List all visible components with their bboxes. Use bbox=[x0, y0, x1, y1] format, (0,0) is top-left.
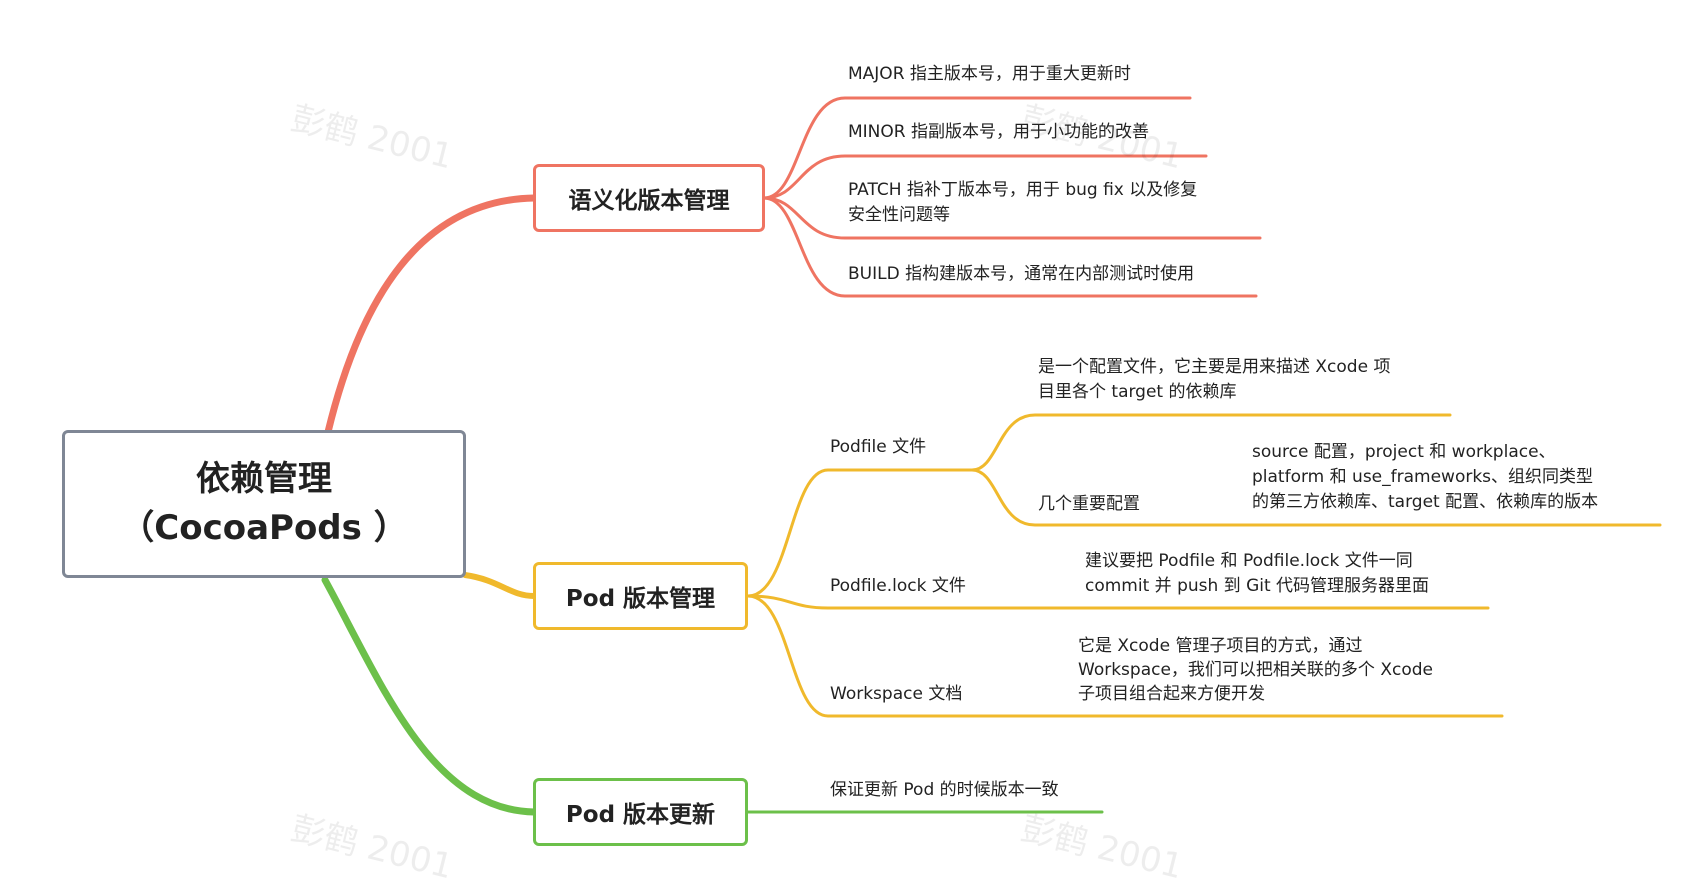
connector-pod-workspace bbox=[746, 594, 1504, 718]
connector-podfile-desc bbox=[970, 413, 1452, 472]
branch-semver-title: 语义化版本管理 bbox=[568, 188, 730, 214]
branch-pod-update-node[interactable]: Pod 版本更新 bbox=[533, 778, 748, 846]
root-subtitle: （CocoaPods ） bbox=[120, 508, 408, 548]
podfile-lock-label: Podfile.lock 文件 bbox=[830, 576, 966, 596]
connector-semver-patch bbox=[762, 196, 1262, 240]
connector-root-semver bbox=[324, 194, 538, 436]
connector-podfile-config bbox=[970, 468, 1662, 527]
workspace-desc-line2: Workspace，我们可以把相关联的多个 Xcode bbox=[1078, 660, 1433, 680]
semver-patch-text-line2: 安全性问题等 bbox=[848, 205, 950, 225]
connector-root-pod-version bbox=[462, 572, 537, 599]
branch-semver-node[interactable]: 语义化版本管理 bbox=[533, 164, 765, 232]
podfile-lock-desc-line2: commit 并 push 到 Git 代码管理服务器里面 bbox=[1085, 576, 1430, 596]
podfile-label: Podfile 文件 bbox=[830, 437, 927, 457]
workspace-desc-line1: 它是 Xcode 管理子项目的方式，通过 bbox=[1078, 636, 1363, 656]
podfile-lock-desc-line1: 建议要把 Podfile 和 Podfile.lock 文件一同 bbox=[1085, 551, 1413, 571]
connector-pod-podfile-lock bbox=[746, 594, 1490, 610]
branch-pod-version-title: Pod 版本管理 bbox=[565, 586, 716, 612]
podfile-config-line3: 的第三方依赖库、target 配置、依赖库的版本 bbox=[1252, 492, 1599, 512]
mind-map-canvas: 彭鹤 2001 彭鹤 2001 彭鹤 2001 彭鹤 2001 依 bbox=[62, 64, 1662, 887]
connector-root-pod-update bbox=[321, 576, 538, 816]
connector-semver-major bbox=[762, 96, 1192, 200]
semver-major-text: MAJOR 指主版本号，用于重大更新时 bbox=[848, 64, 1131, 84]
pod-update-item-text: 保证更新 Pod 的时候版本一致 bbox=[830, 780, 1059, 800]
semver-patch-text-line1: PATCH 指补丁版本号，用于 bug fix 以及修复 bbox=[848, 180, 1198, 200]
podfile-desc-line2: 目里各个 target 的依赖库 bbox=[1038, 382, 1237, 402]
root-title: 依赖管理 bbox=[196, 458, 332, 499]
podfile-config-line2: platform 和 use_frameworks、组织同类型 bbox=[1252, 467, 1594, 487]
connector-semver-minor bbox=[762, 154, 1208, 200]
podfile-desc-line1: 是一个配置文件，它主要是用来描述 Xcode 项 bbox=[1038, 357, 1391, 377]
branch-pod-update-title: Pod 版本更新 bbox=[565, 802, 716, 828]
podfile-config-line1: source 配置，project 和 workplace、 bbox=[1252, 442, 1556, 462]
workspace-label: Workspace 文档 bbox=[830, 684, 963, 704]
connector-semver-build bbox=[762, 196, 1258, 298]
semver-build-text: BUILD 指构建版本号，通常在内部测试时使用 bbox=[848, 264, 1195, 284]
semver-minor-text: MINOR 指副版本号，用于小功能的改善 bbox=[848, 122, 1149, 142]
connector-lines bbox=[321, 96, 1662, 816]
branch-pod-version-node[interactable]: Pod 版本管理 bbox=[533, 562, 748, 630]
root-node[interactable]: 依赖管理 （CocoaPods ） bbox=[62, 430, 466, 578]
connector-pod-podfile bbox=[746, 468, 974, 598]
workspace-desc-line3: 子项目组合起来方便开发 bbox=[1078, 684, 1265, 704]
podfile-config-label: 几个重要配置 bbox=[1038, 494, 1140, 514]
